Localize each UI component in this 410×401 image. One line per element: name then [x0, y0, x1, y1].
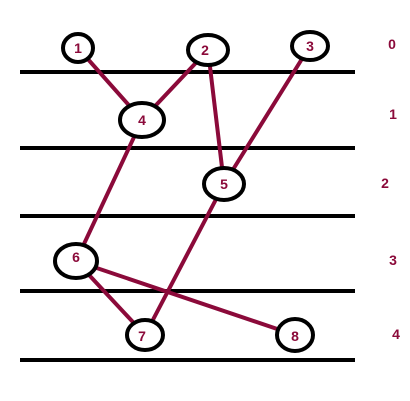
node-label: 5 [220, 176, 228, 192]
node-circle [290, 30, 330, 62]
node-circle [186, 33, 230, 67]
nodes: 1 2 3 4 5 6 7 8 [53, 30, 330, 353]
graph-node: 3 [290, 30, 330, 62]
node-label: 4 [138, 112, 146, 128]
node-label: 1 [74, 40, 82, 56]
graph-node: 7 [125, 318, 165, 352]
node-circle [125, 318, 165, 352]
edge-5-7 [143, 182, 226, 337]
node-circle [118, 101, 166, 139]
node-label: 7 [138, 328, 146, 344]
edge-2-5 [206, 48, 226, 186]
edge-3-5 [222, 44, 312, 186]
node-circle [53, 242, 99, 280]
node-circle [275, 317, 315, 353]
graph-node: 5 [202, 166, 246, 202]
level-label: 1 [389, 106, 397, 122]
level-label: 4 [392, 326, 400, 342]
level-label: 0 [388, 36, 396, 52]
graph-node: 6 [53, 242, 99, 280]
node-circle [61, 32, 95, 64]
node-label: 2 [201, 42, 209, 58]
graph-node: 4 [118, 101, 166, 139]
graph-node: 1 [61, 32, 95, 64]
graph-node: 2 [186, 33, 230, 67]
node-label: 8 [291, 328, 299, 344]
edge-4-6 [74, 118, 144, 263]
graph-node: 8 [275, 317, 315, 353]
level-lines [20, 70, 355, 362]
node-circle [202, 166, 246, 202]
edge-6-8 [74, 259, 297, 337]
level-label: 3 [389, 252, 397, 268]
node-label: 6 [72, 249, 80, 265]
level-labels: 0 1 2 3 4 [381, 36, 400, 342]
level-label: 2 [381, 175, 389, 191]
node-label: 3 [306, 38, 314, 54]
